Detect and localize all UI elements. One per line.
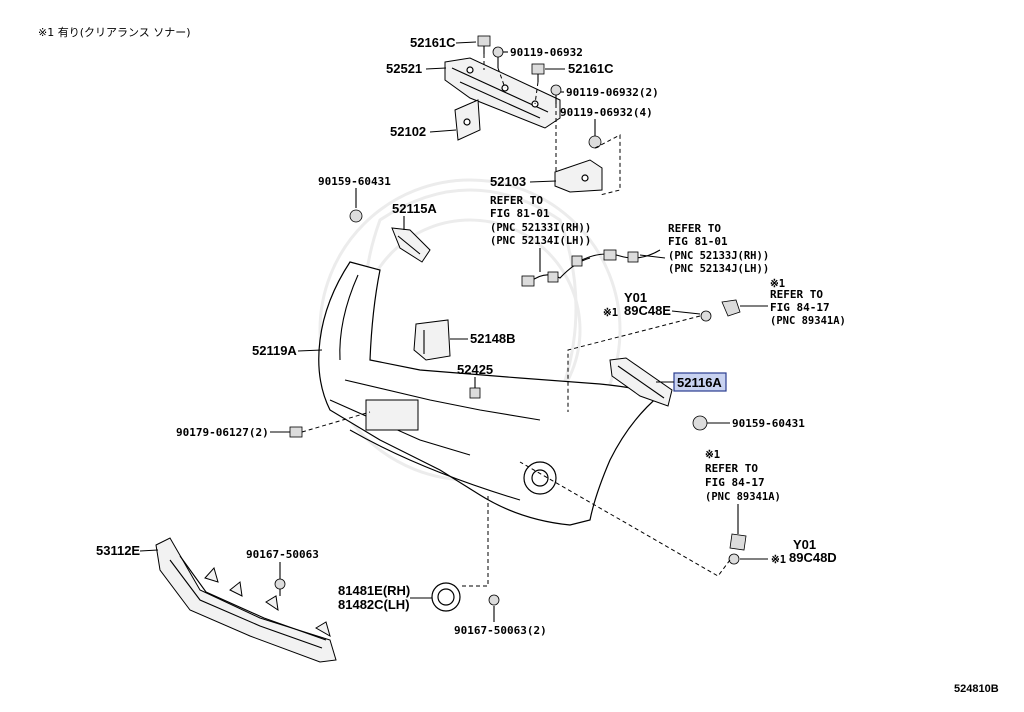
bolt-90119-06932-2[interactable]	[550, 84, 562, 104]
ref3-mark: ※1	[770, 278, 785, 290]
label-90119-06932: 90119-06932	[510, 46, 583, 59]
absorber-52148b[interactable]	[413, 319, 451, 361]
nut-90159-60431-right[interactable]	[692, 415, 708, 431]
label-52115a: 52115A	[392, 201, 437, 216]
label-81481e: 81481E(RH)	[338, 583, 410, 598]
retainer-89c48d[interactable]	[728, 553, 740, 565]
ref4-line3: (PNC 89341A)	[705, 491, 781, 503]
label-81482c: 81482C(LH)	[338, 597, 410, 612]
clip-52161c-top[interactable]	[477, 35, 491, 54]
ref2-line4: (PNC 52134J(LH))	[668, 263, 769, 275]
bolt-90119-06932-4[interactable]	[588, 135, 602, 149]
screw-90167-50063-2[interactable]	[488, 594, 500, 606]
label-89c48d: 89C48D	[789, 550, 837, 565]
ref1-line3: (PNC 52133I(RH))	[490, 222, 591, 234]
ref3-line3: (PNC 89341A)	[770, 315, 846, 327]
label-52161c-mid: 52161C	[568, 61, 614, 76]
ref1-line1: REFER TO	[490, 194, 543, 207]
label-y01-top: Y01	[624, 290, 647, 305]
retainer-89c48e[interactable]	[700, 310, 712, 322]
fog-lamp-cover[interactable]	[431, 582, 461, 612]
label-52119a: 52119A	[252, 343, 297, 358]
mark-89c48e: ※1	[603, 307, 618, 319]
pad-52425[interactable]	[469, 387, 481, 399]
ref4-line1: REFER TO	[705, 462, 758, 475]
ref3-line2: FIG 84-17	[770, 301, 830, 314]
label-89c48e: 89C48E	[624, 303, 671, 318]
label-52116a: 52116A	[677, 375, 722, 390]
label-90167-50063-2: 90167-50063(2)	[454, 624, 547, 637]
clip-90179-06127[interactable]	[289, 426, 303, 438]
clip-52161c-mid[interactable]	[531, 63, 545, 82]
label-90119-06932-2: 90119-06932(2)	[566, 86, 659, 99]
bracket-52102[interactable]	[454, 99, 481, 141]
ref1-line2: FIG 81-01	[490, 207, 550, 220]
diagram-id: 524810B	[954, 683, 999, 695]
bracket-52115a[interactable]	[391, 227, 431, 263]
label-90167-50063: 90167-50063	[246, 548, 319, 561]
label-90179-06127-2: 90179-06127(2)	[176, 426, 269, 439]
label-y01-bottom: Y01	[793, 537, 816, 552]
ref1-line4: (PNC 52134I(LH))	[490, 235, 591, 247]
note-text: ※1 有り(クリアランス ソナー)	[38, 25, 191, 39]
wire-harness-2[interactable]	[571, 249, 661, 267]
ref4-mark: ※1	[705, 449, 720, 461]
label-52161c-top: 52161C	[410, 35, 456, 50]
nut-90159-60431-left[interactable]	[349, 209, 363, 223]
sonar-sensor-right[interactable]	[721, 299, 741, 317]
bracket-52103[interactable]	[554, 159, 603, 193]
label-90159-60431-left: 90159-60431	[318, 175, 391, 188]
label-53112e: 53112E	[96, 543, 140, 558]
label-90159-60431-right: 90159-60431	[732, 417, 805, 430]
ref2-line3: (PNC 52133J(RH))	[668, 250, 769, 262]
label-52102: 52102	[390, 124, 426, 139]
mark-89c48d: ※1	[771, 554, 786, 566]
label-52425: 52425	[457, 362, 493, 377]
label-90119-06932-4: 90119-06932(4)	[560, 106, 653, 119]
ref4-line2: FIG 84-17	[705, 476, 765, 489]
sonar-sensor-lower[interactable]	[729, 533, 747, 551]
ref2-line2: FIG 81-01	[668, 235, 728, 248]
bracket-52116a[interactable]	[609, 357, 673, 407]
label-52103: 52103	[490, 174, 526, 189]
label-52148b: 52148B	[470, 331, 516, 346]
ref3-line1: REFER TO	[770, 288, 823, 301]
screw-90167-50063[interactable]	[274, 578, 286, 596]
bumper-cover-52119a[interactable]	[318, 261, 662, 526]
ref2-line1: REFER TO	[668, 222, 721, 235]
lower-grille-53112e[interactable]	[155, 537, 337, 663]
bolt-90119-06932[interactable]	[492, 46, 504, 68]
label-52521: 52521	[386, 61, 422, 76]
